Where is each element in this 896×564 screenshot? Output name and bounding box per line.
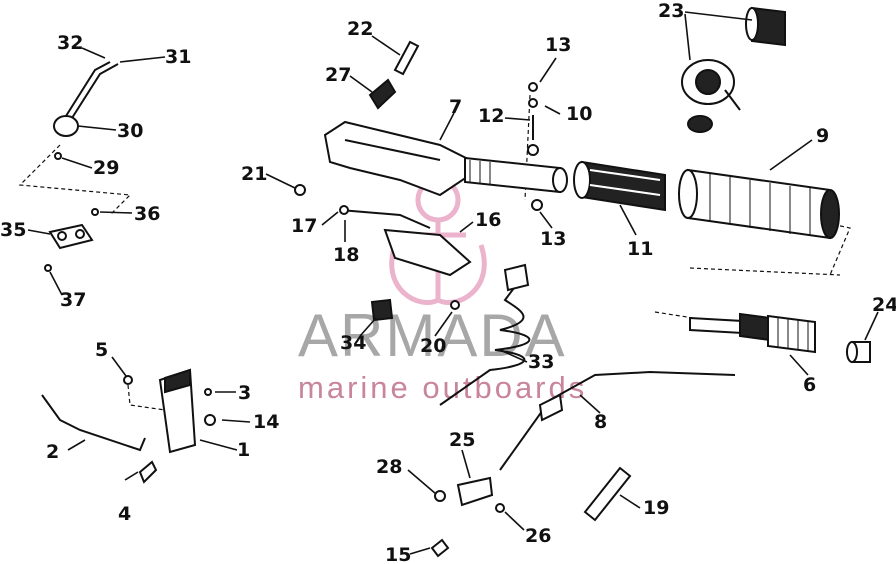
cable-clip	[370, 298, 394, 322]
callout-17: 17	[291, 215, 317, 237]
callout-33: 33	[528, 351, 554, 373]
callout-28: 28	[376, 456, 402, 478]
callout-3: 3	[238, 382, 251, 404]
grip-cap-housing	[681, 6, 786, 133]
callout-13-top: 13	[545, 34, 571, 56]
callout-15: 15	[385, 544, 411, 564]
callout-13-bottom: 13	[540, 228, 566, 250]
callout-14: 14	[253, 411, 279, 433]
callout-31: 31	[165, 46, 191, 68]
small-fasteners	[44, 82, 543, 426]
small-hardware	[430, 476, 505, 558]
callout-22: 22	[347, 18, 373, 40]
callout-7: 7	[449, 96, 462, 118]
callout-19: 19	[643, 497, 669, 519]
callout-8: 8	[594, 411, 607, 433]
watermark-brand: ARMADA	[298, 302, 567, 369]
callout-34: 34	[340, 332, 366, 354]
shift-rod	[41, 394, 146, 452]
throttle-shaft	[689, 312, 816, 354]
callout-32: 32	[57, 32, 83, 54]
bolt-and-bushing	[368, 40, 420, 110]
throttle-grip-inner	[573, 160, 666, 212]
callout-1: 1	[237, 439, 250, 461]
callout-6: 6	[803, 374, 816, 396]
callout-16: 16	[475, 209, 501, 231]
callout-18: 18	[333, 244, 359, 266]
watermark-tagline: marine outboards	[298, 370, 587, 405]
callout-21: 21	[241, 163, 267, 185]
callout-10: 10	[566, 103, 592, 125]
callout-37: 37	[60, 289, 86, 311]
throttle-grip-sleeve	[678, 168, 840, 240]
callout-25: 25	[449, 429, 475, 451]
bracket-linkage	[339, 205, 472, 277]
callout-24: 24	[872, 294, 896, 316]
callout-30: 30	[117, 120, 143, 142]
shift-knob	[138, 460, 158, 484]
throttle-cable	[499, 370, 736, 471]
pin	[583, 466, 632, 522]
callout-20: 20	[420, 335, 446, 357]
callout-5: 5	[95, 339, 108, 361]
callout-23: 23	[658, 0, 684, 22]
coiled-cable	[439, 263, 531, 406]
callout-27: 27	[325, 64, 351, 86]
callout-4: 4	[118, 503, 131, 525]
end-plug	[846, 341, 871, 363]
tiller-arm	[323, 120, 568, 197]
leader-lines	[27, 11, 879, 555]
watermark-logo: ARMADA marine outboards	[298, 177, 587, 405]
switch-and-plug	[48, 61, 119, 250]
callout-35: 35	[0, 219, 26, 241]
callout-9: 9	[816, 125, 829, 147]
callout-12: 12	[478, 105, 504, 127]
steering-handle	[158, 368, 197, 454]
callout-11: 11	[627, 238, 653, 260]
callout-26: 26	[525, 525, 551, 547]
callout-29: 29	[93, 157, 119, 179]
callout-2: 2	[46, 441, 59, 463]
callout-36: 36	[134, 203, 160, 225]
